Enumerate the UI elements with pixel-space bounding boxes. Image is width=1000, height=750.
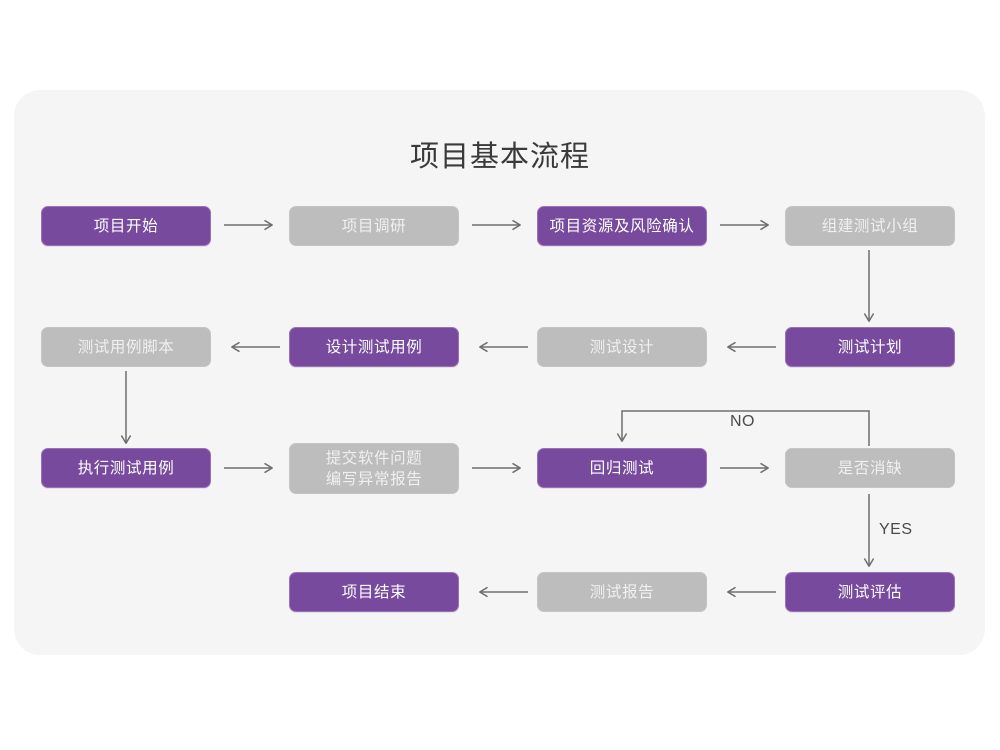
node-label: 组建测试小组: [821, 217, 919, 235]
node-label: 测试计划: [837, 338, 903, 356]
node-label: 项目调研: [341, 217, 407, 235]
node-project-start[interactable]: 项目开始: [41, 206, 211, 246]
node-label: 项目资源及风险确认: [549, 217, 695, 235]
node-label: 是否消缺: [837, 459, 903, 477]
node-label: 执行测试用例: [77, 459, 175, 477]
node-label: 项目开始: [93, 217, 159, 235]
node-label: 回归测试: [589, 459, 655, 477]
node-test-evaluation[interactable]: 测试评估: [785, 572, 955, 612]
node-label: 项目结束: [341, 583, 407, 601]
node-execute-test-cases[interactable]: 执行测试用例: [41, 448, 211, 488]
node-design-test-cases[interactable]: 设计测试用例: [289, 327, 459, 367]
node-label: 测试报告: [589, 583, 655, 601]
node-label: 设计测试用例: [325, 338, 423, 356]
edge-label-yes: YES: [879, 521, 913, 538]
node-test-plan[interactable]: 测试计划: [785, 327, 955, 367]
node-label: 提交软件问题 编写异常报告: [325, 449, 423, 488]
node-label: 测试评估: [837, 583, 903, 601]
node-project-research[interactable]: 项目调研: [289, 206, 459, 246]
page-title: 项目基本流程: [409, 141, 590, 173]
node-regression-test[interactable]: 回归测试: [537, 448, 707, 488]
node-build-test-team[interactable]: 组建测试小组: [785, 206, 955, 246]
node-test-design[interactable]: 测试设计: [537, 327, 707, 367]
node-label: 测试设计: [589, 338, 655, 356]
node-resource-risk-confirm[interactable]: 项目资源及风险确认: [537, 206, 707, 246]
node-test-report[interactable]: 测试报告: [537, 572, 707, 612]
node-submit-issue-report[interactable]: 提交软件问题 编写异常报告: [289, 443, 459, 494]
flowchart-card: [14, 90, 985, 655]
edge-label-no: NO: [730, 413, 755, 430]
node-project-end[interactable]: 项目结束: [289, 572, 459, 612]
node-defect-cleared[interactable]: 是否消缺: [785, 448, 955, 488]
node-test-case-script[interactable]: 测试用例脚本: [41, 327, 211, 367]
node-label: 测试用例脚本: [77, 338, 175, 356]
